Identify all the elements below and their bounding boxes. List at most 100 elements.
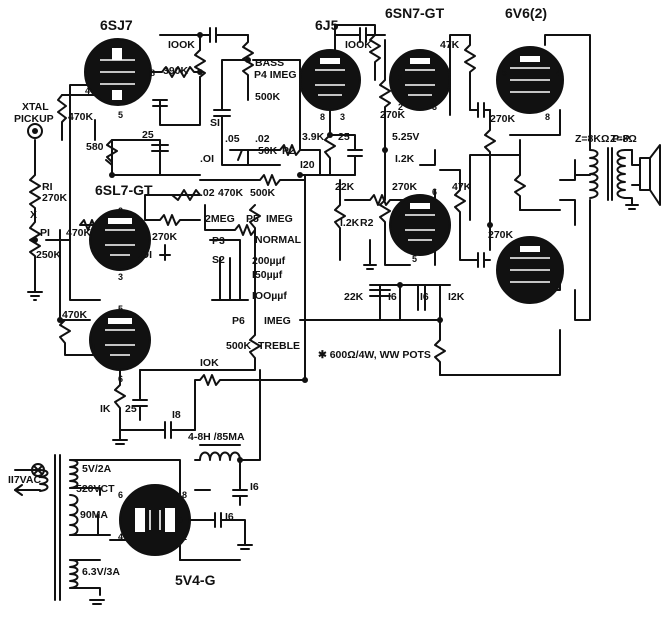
label-63v: 6.3V/3A [82,566,120,578]
pin-label: 2 [182,532,187,542]
label-r12k-a: I.2K [340,217,360,229]
label-r500k-a: 500K [255,91,281,103]
label-p1-val: 250K [36,249,62,261]
tube-label-6j5: 6J5 [315,17,339,33]
label-p2: P2 [282,145,295,157]
tube-6j5 [299,49,361,111]
label-c16c: I6 [225,511,234,523]
pin-label: 3 [118,272,123,282]
pin-label: 1 [95,250,100,260]
label-r390k: 390K [163,65,189,77]
label-c25c: 25 [338,131,350,143]
label-z1: Z=8KΩ P-P [575,133,630,145]
label-r270k-b: 270K [380,109,406,121]
label-r1k: IK [100,403,111,415]
tube-label-6sn7: 6SN7-GT [385,5,445,21]
label-r470c: 470K [62,309,88,321]
label-r580: 580 [86,141,104,153]
tube-labels: 6SJ7 6SL7-GT 6J5 6SN7-GT 6V6(2) 5V4-G [95,5,547,588]
label-bass: BASS [255,57,284,69]
label-r470k-e: 470K [218,187,244,199]
pin-label: 5 [502,68,507,78]
label-z2: Z=8Ω [610,133,637,145]
tube-label-5v4g: 5V4-G [175,572,216,588]
label-p5-val: IMEG [266,213,293,225]
label-choke: 4-8H /85MA [188,431,245,443]
label-r470b: 470K [66,227,92,239]
label-p6: P6 [232,315,245,327]
pin-label: 5 [118,110,123,120]
label-r2meg: 2MEG [205,213,235,225]
tube-6v6-b [496,236,564,304]
label-r270k-a: 270K [152,231,178,243]
label-c02b: .02 [200,187,215,199]
tube-6v6-a [496,46,564,114]
label-c05: .05 [225,133,240,145]
label-c01b: .OI [138,249,152,261]
label-r1: RI [42,181,53,193]
label-c02a: .02 [255,133,270,145]
pin-labels: 3 4 8 5 2 1 3 5 4 6 8 3 1 2 3 6 4 5 5 4 … [85,60,561,542]
label-117vac: II7VAC [8,474,41,486]
label-p1: PI [40,227,50,239]
label-r270k-e: 270K [488,229,514,241]
pin-label: 6 [118,490,123,500]
label-r470a: 470K [68,111,94,123]
label-s2: S2 [212,254,225,266]
pin-label: 8 [545,112,550,122]
label-p6-val: IMEG [264,315,291,327]
label-treble: TREBLE [258,340,300,352]
pickup-jack-icon [27,123,43,139]
pin-label: 3 [340,112,345,122]
label-r120: I20 [300,159,315,171]
label-r500k-c: 500K [226,340,252,352]
label-c150: I50µµf [252,269,283,281]
label-r22k-a: 22K [335,181,355,193]
pin-label: 4 [90,342,95,352]
label-c16b: I6 [420,291,429,303]
label-5v: 5V/2A [82,463,112,475]
pin-label: 8 [182,490,187,500]
label-r12k-b: I.2K [395,153,415,165]
pin-label: 4 [118,532,123,542]
label-note: ✱ 600Ω/4W, WW POTS [318,349,431,361]
label-r50k: 50K [258,145,278,157]
tube-5v4g [119,484,191,556]
label-c16a: I6 [388,291,397,303]
label-c01c: .I [395,231,401,243]
component-labels: XTAL PICKUP RI 270K X PI 250K 470K 470K … [8,39,637,578]
label-r12k-c: I2K [448,291,465,303]
pin-label: 2 [118,206,123,216]
label-p3: P3 [212,235,225,247]
label-r39k: 3.9K [302,131,325,143]
label-r270k-c: 270K [392,181,418,193]
pin-label: 3 [432,102,437,112]
pin-label: 8 [150,68,155,78]
label-pickup: PICKUP [14,113,54,125]
label-p4: P4 IMEG [254,69,297,81]
label-c100: IOOµµf [252,290,287,302]
label-90ma: 90MA [80,509,108,521]
pin-label: 6 [118,374,123,384]
tube-label-6v6: 6V6(2) [505,5,547,21]
junction-dots [32,32,493,523]
label-520vct: 520VCT [76,483,115,495]
tube-6sl7-a [89,209,151,271]
label-r10k: IOK [200,357,219,369]
line-plug-icon [14,463,45,496]
label-r100k-b: IOOK [345,39,372,51]
pin-label: 5 [118,304,123,314]
tube-label-6sj7: 6SJ7 [100,17,133,33]
label-v525: 5.25V [392,131,419,143]
label-c18: I8 [172,409,181,421]
label-r22k-b: 22K [344,291,364,303]
label-c16d: I6 [250,481,259,493]
label-c25a: 25 [142,129,154,141]
label-r500k-b: 500K [250,187,276,199]
tube-6sl7-b [89,309,151,371]
label-c01a: .OI [200,153,214,165]
pin-label: 2 [398,102,403,112]
tube-6sj7 [84,38,152,106]
label-r47k-b: 47K [452,181,472,193]
